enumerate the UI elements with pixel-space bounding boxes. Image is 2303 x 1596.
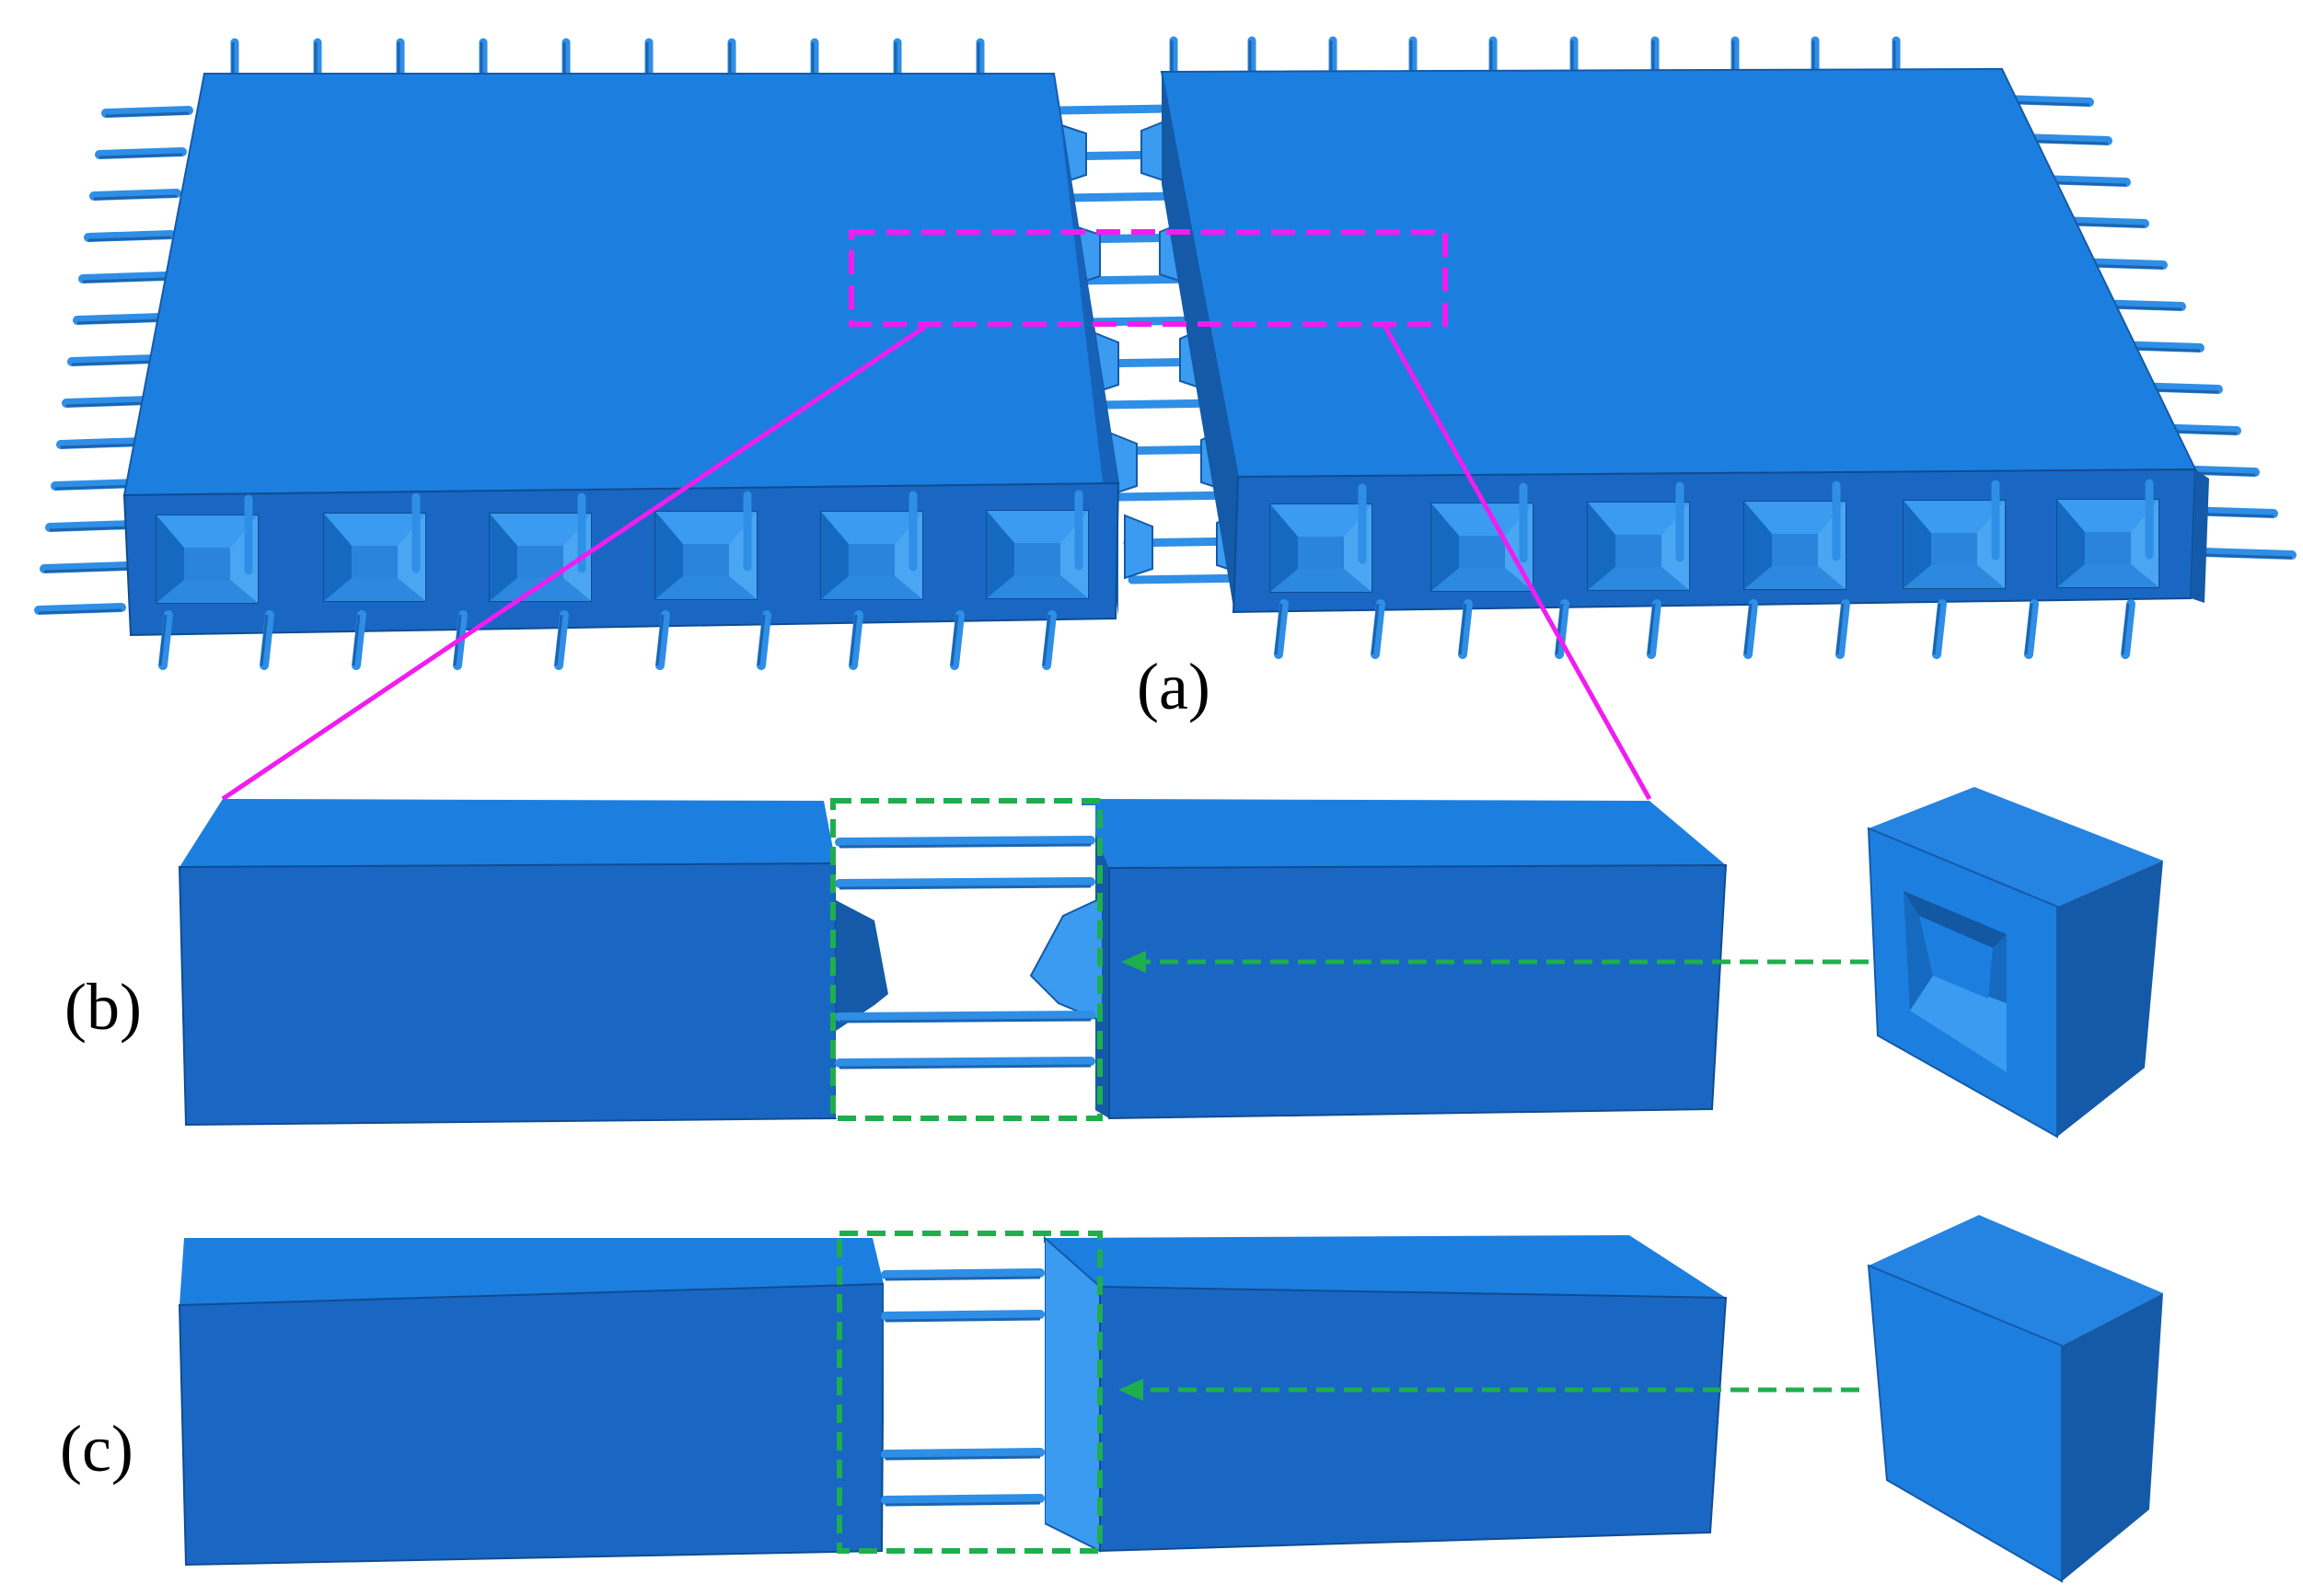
left-slab-top-rebars — [233, 42, 980, 75]
panel-b-right-segment — [1082, 799, 1728, 1120]
panel-c-detail-box — [837, 1231, 1103, 1554]
panel-label-b: (b) — [64, 970, 142, 1044]
panel-c-solid-cube — [1867, 1215, 2163, 1583]
panel-label-a: (a) — [1137, 650, 1210, 723]
panel-b-pocket-cube — [1867, 787, 2163, 1139]
panel-c-left-segment — [178, 1238, 885, 1567]
panel-b-joint-detail: (b) — [64, 787, 2163, 1139]
panel-c-gap — [881, 1243, 1045, 1551]
panel-b-pointer-arrow — [1121, 951, 1869, 973]
panel-b-left-segment — [178, 799, 837, 1127]
panel-c-right-segment — [1044, 1235, 1728, 1553]
left-slab — [122, 73, 1120, 637]
panel-label-c: (c) — [60, 1412, 133, 1486]
panel-a-slab-assembly: (a) — [39, 40, 2292, 802]
right-slab-bottom-rebars — [1276, 604, 2131, 654]
panel-c-pointer-arrow — [1118, 1379, 1859, 1401]
panel-b-gap — [835, 805, 1104, 1118]
panel-c-joint-detail: (c) — [60, 1215, 2163, 1583]
zoom-callout — [221, 229, 1652, 802]
right-slab-top-rebars — [1172, 40, 1896, 74]
panel-b-detail-box — [830, 798, 1103, 1121]
